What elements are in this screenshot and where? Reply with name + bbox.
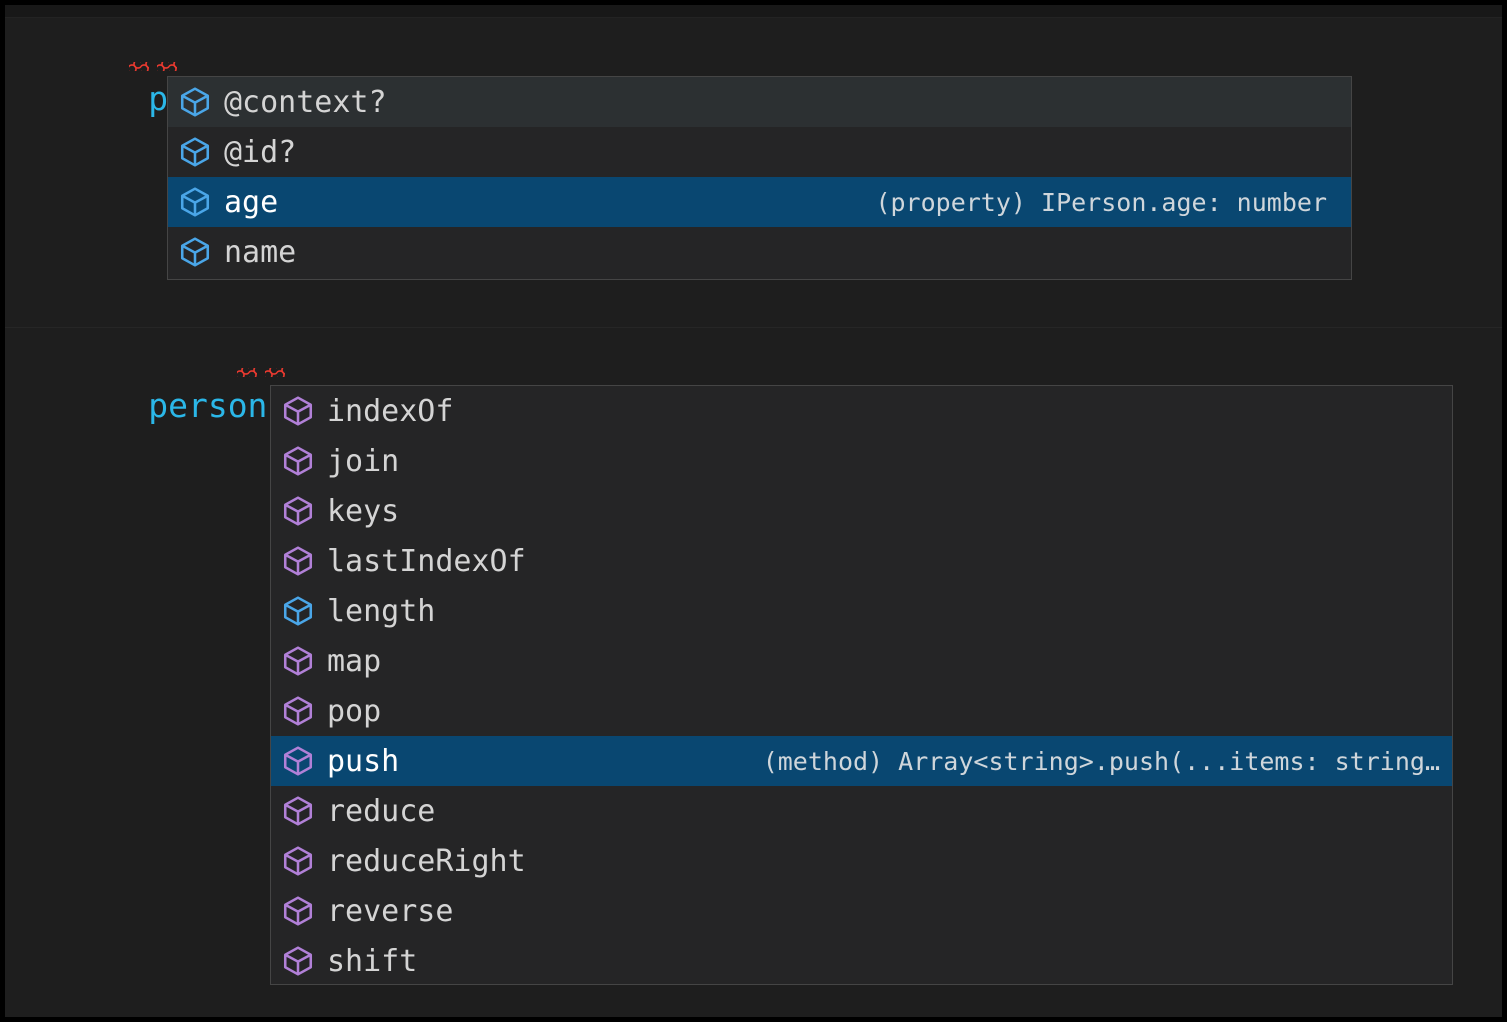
suggestion-item-length[interactable]: length [271,586,1452,636]
error-squiggle-line1-dot [129,62,149,71]
suggestion-item-name[interactable]: name [168,227,1351,277]
method-cube-icon [283,496,313,526]
suggestion-item-pop[interactable]: pop [271,686,1452,736]
suggestion-label: age [224,184,279,220]
suggestion-label: reduceRight [327,843,526,879]
suggestion-item-shift[interactable]: shift [271,936,1452,984]
suggestion-item-push[interactable]: push (method) Array<string>.push(...items… [271,736,1452,786]
method-cube-icon [283,896,313,926]
error-squiggle-line2-semicolon [265,368,285,377]
suggestion-item-keys[interactable]: keys [271,486,1452,536]
suggestion-label: push [327,743,400,779]
suggestion-widget-person[interactable]: @context? @id? age (property) IPerson.age: … [167,76,1352,280]
suggestion-detail: (method) Array<string>.push(...items: st… [762,746,1440,776]
method-cube-icon [283,696,313,726]
method-cube-icon [283,446,313,476]
suggestion-widget-array[interactable]: indexOf join keys lastIndexOf length map pop pu… [270,385,1453,985]
suggestion-item-reverse[interactable]: reverse [271,886,1452,936]
suggestion-item-id[interactable]: @id? [168,127,1351,177]
suggestion-item-reduceright[interactable]: reduceRight [271,836,1452,886]
code-line-1[interactable]: person.; [5,21,1502,118]
suggestion-item-age[interactable]: age (property) IPerson.age: number [168,177,1351,227]
suggestion-item-reduce[interactable]: reduce [271,786,1452,836]
method-cube-icon [283,946,313,976]
method-cube-icon [283,396,313,426]
suggestion-label: lastIndexOf [327,543,526,579]
code-editor[interactable]: person.; person.name.; @context? @id? age (… [5,5,1502,1017]
method-cube-icon [283,846,313,876]
suggestion-label: reverse [327,893,454,929]
suggestion-item-indexof[interactable]: indexOf [271,386,1452,436]
suggestion-item-lastindexof[interactable]: lastIndexOf [271,536,1452,586]
error-squiggle-line1-semicolon [157,62,177,71]
property-cube-icon [180,187,210,217]
suggestion-item-join[interactable]: join [271,436,1452,486]
suggestion-label: map [327,643,382,679]
suggestion-label: reduce [327,793,436,829]
editor-top-strip [5,5,1502,18]
property-cube-icon [283,596,313,626]
suggestion-label: keys [327,493,400,529]
token-variable-person-2: person [148,386,268,425]
suggestion-label: @id? [224,134,297,170]
method-cube-icon [283,646,313,676]
suggestion-item-context[interactable]: @context? [168,77,1351,127]
suggestion-label: pop [327,693,382,729]
property-cube-icon [180,137,210,167]
method-cube-icon [283,546,313,576]
suggestion-item-map[interactable]: map [271,636,1452,686]
property-cube-icon [180,87,210,117]
property-cube-icon [180,237,210,267]
suggestion-label: indexOf [327,393,454,429]
suggestion-detail: (property) IPerson.age: number [875,187,1327,217]
suggestion-label: @context? [224,84,387,120]
suggestion-label: join [327,443,400,479]
method-cube-icon [283,796,313,826]
suggestion-label: name [224,234,297,270]
suggestion-label: length [327,593,436,629]
suggestion-label: shift [327,943,418,979]
error-squiggle-line2-dot [237,368,257,377]
code-line-2[interactable]: person.name.; [5,327,1502,425]
method-cube-icon [283,746,313,776]
